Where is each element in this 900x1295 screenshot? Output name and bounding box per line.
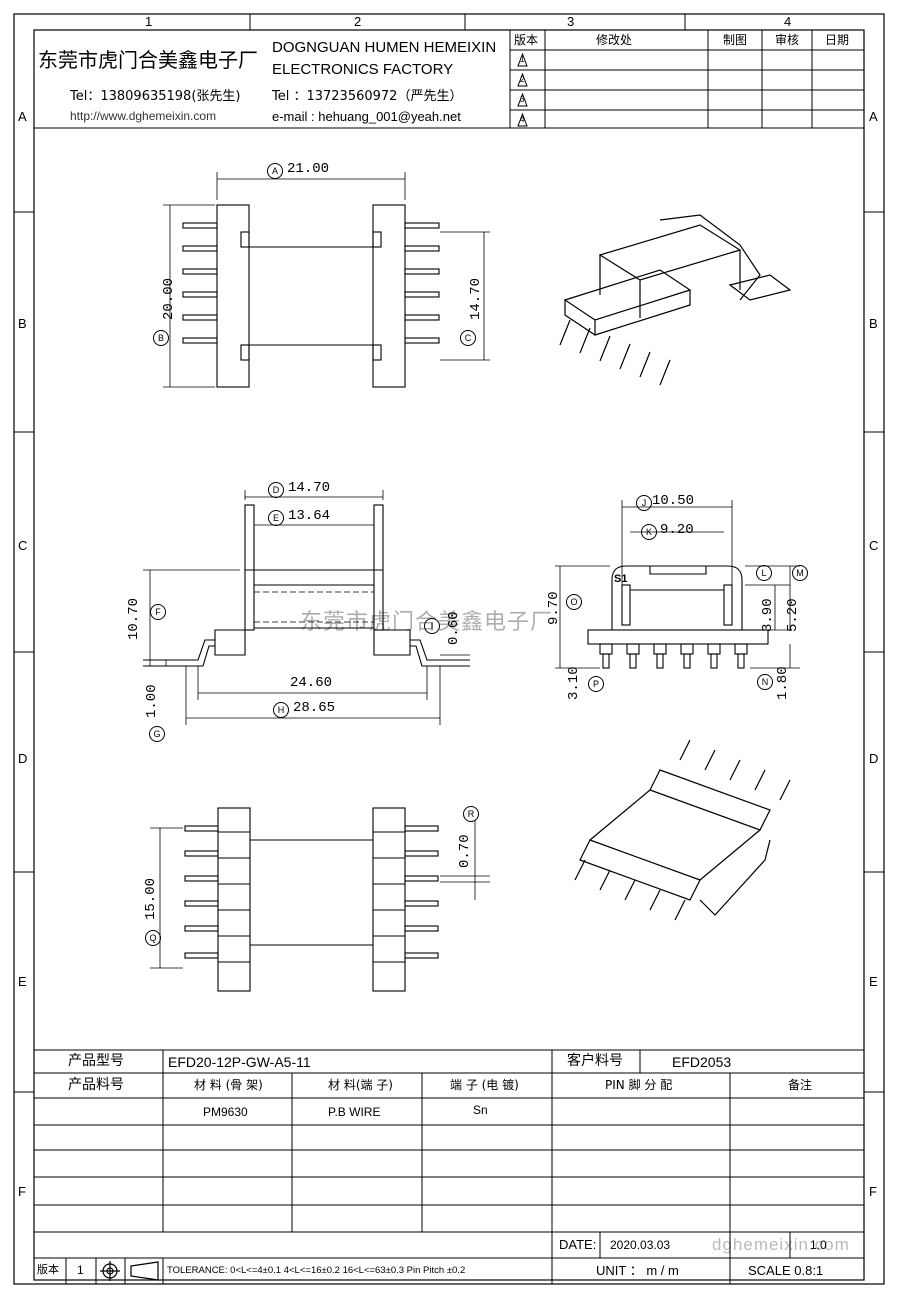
grid-row-b-left: B: [18, 316, 27, 331]
product-pn-label: 产品料号: [68, 1077, 124, 1093]
balloon-h: H: [273, 702, 289, 718]
grid-row-f-right: F: [869, 1184, 877, 1199]
balloon-o: O: [566, 594, 582, 610]
balloon-g: G: [149, 726, 165, 742]
company-name-cn: 东莞市虎门合美鑫电子厂: [38, 48, 258, 72]
pin1-mark: S1: [614, 573, 628, 585]
grid-col-1: 1: [145, 14, 153, 29]
grid-row-d-left: D: [18, 751, 28, 766]
date-value: 2020.03.03: [610, 1238, 671, 1252]
rev-2: 2: [520, 75, 525, 84]
dim-c: 14.70: [468, 277, 484, 320]
rev-header-drawn: 制图: [723, 33, 748, 47]
grid-row-e-left: E: [18, 974, 27, 989]
scale-text: SCALE 0.8:1: [748, 1263, 824, 1278]
company-tel-2: Tel ：13723560972（严先生）: [272, 89, 463, 104]
material-pin-label: 材 料(端 子): [328, 1078, 393, 1092]
grid-col-2: 2: [354, 14, 362, 29]
dim-390: 3.90: [760, 598, 776, 632]
isometric-view-bottom: [574, 739, 791, 921]
unit-text: UNIT ： m / m: [596, 1263, 679, 1278]
version-value: 1: [77, 1263, 84, 1277]
product-model-value: EFD20-12P-GW-A5-11: [168, 1054, 311, 1070]
rev-header-checked: 审核: [775, 33, 800, 47]
dim-f: 10.70: [126, 597, 142, 640]
version-label: 版本: [37, 1263, 59, 1276]
grid-row-c-left: C: [18, 538, 28, 553]
rev-header-change: 修改处: [596, 33, 633, 47]
dim-j: 10.50: [652, 493, 695, 509]
grid-col-3: 3: [567, 14, 575, 29]
customer-pn-value: EFD2053: [672, 1054, 732, 1070]
balloon-r: R: [463, 806, 479, 822]
dim-520: 5.20: [785, 598, 801, 632]
balloon-q: Q: [145, 930, 161, 946]
grid-row-c-right: C: [869, 538, 879, 553]
dim-g: 1.00: [144, 684, 160, 718]
balloon-i: I: [424, 618, 440, 634]
grid-row-f-left: F: [18, 1184, 26, 1199]
dim-e: 13.64: [288, 508, 331, 524]
grid-row-e-right: E: [869, 974, 878, 989]
balloon-b: B: [153, 330, 169, 346]
tolerance-text: TOLERANCE: 0<L<=4±0.1 4<L<=16±0.2 16<L<=…: [167, 1265, 466, 1276]
rev-header-date: 日期: [825, 33, 850, 47]
balloon-j: J: [636, 495, 652, 511]
rev-4: 4: [520, 115, 525, 124]
balloon-e: E: [268, 510, 284, 526]
isometric-view-top: [559, 214, 792, 386]
dim-r: 0.70: [457, 834, 473, 868]
company-name-en-1: DOGNGUAN HUMEN HEMEIXIN: [272, 39, 497, 56]
dim-overall-pin: 24.60: [290, 675, 333, 691]
plating-value: Sn: [473, 1103, 488, 1117]
grid-row-a-left: A: [18, 109, 27, 124]
dim-k: 9.20: [660, 522, 694, 538]
balloon-f: F: [150, 604, 166, 620]
material-pin-value: P.B WIRE: [328, 1105, 381, 1119]
plating-label: 端 子 (电 镀): [450, 1078, 519, 1092]
company-name-en-2: ELECTRONICS FACTORY: [272, 61, 454, 78]
customer-pn-label: 客户料号: [567, 1053, 623, 1069]
rev-header-version: 版本: [514, 33, 539, 47]
date-label: DATE:: [559, 1237, 597, 1252]
balloon-n: N: [757, 674, 773, 690]
grid-row-a-right: A: [869, 109, 878, 124]
dim-h: 28.65: [293, 700, 336, 716]
rev-3: 3: [520, 95, 525, 104]
projection-symbol-icon: [100, 1261, 159, 1281]
balloon-d: D: [268, 482, 284, 498]
balloon-k: K: [641, 524, 657, 540]
grid-row-b-right: B: [869, 316, 878, 331]
remark-label: 备注: [788, 1078, 813, 1092]
dim-b: 20.00: [161, 277, 177, 320]
page-value: 1.0: [810, 1238, 827, 1252]
company-tel-1: Tel：13809635198(张先生): [70, 89, 241, 104]
footer-watermark: dghemeixin.com: [712, 1235, 850, 1254]
dim-n: 1.80: [775, 666, 791, 700]
material-bobbin-label: 材 料 (骨 架): [194, 1078, 263, 1092]
grid-row-d-right: D: [869, 751, 879, 766]
balloon-l: L: [756, 565, 772, 581]
balloon-p: P: [588, 676, 604, 692]
dim-p: 3.10: [566, 666, 582, 700]
company-website-link[interactable]: http://www.dghemeixin.com: [70, 109, 217, 123]
watermark-text: 东莞市虎门合美鑫电子厂: [300, 610, 554, 635]
product-model-label: 产品型号: [68, 1053, 124, 1069]
rev-1: 1: [520, 55, 525, 64]
company-email-link[interactable]: e-mail : hehuang_001@yeah.net: [272, 109, 461, 124]
pin-assign-label: PIN 脚 分 配: [605, 1078, 673, 1092]
dim-d: 14.70: [288, 480, 331, 496]
material-bobbin-value: PM9630: [203, 1105, 248, 1119]
grid-col-4: 4: [784, 14, 792, 29]
balloon-m: M: [792, 565, 808, 581]
dim-o: 9.70: [546, 591, 562, 625]
balloon-c: C: [460, 330, 476, 346]
dim-a: 21.00: [287, 161, 330, 177]
balloon-a: A: [267, 163, 283, 179]
dim-q: 15.00: [143, 877, 159, 920]
